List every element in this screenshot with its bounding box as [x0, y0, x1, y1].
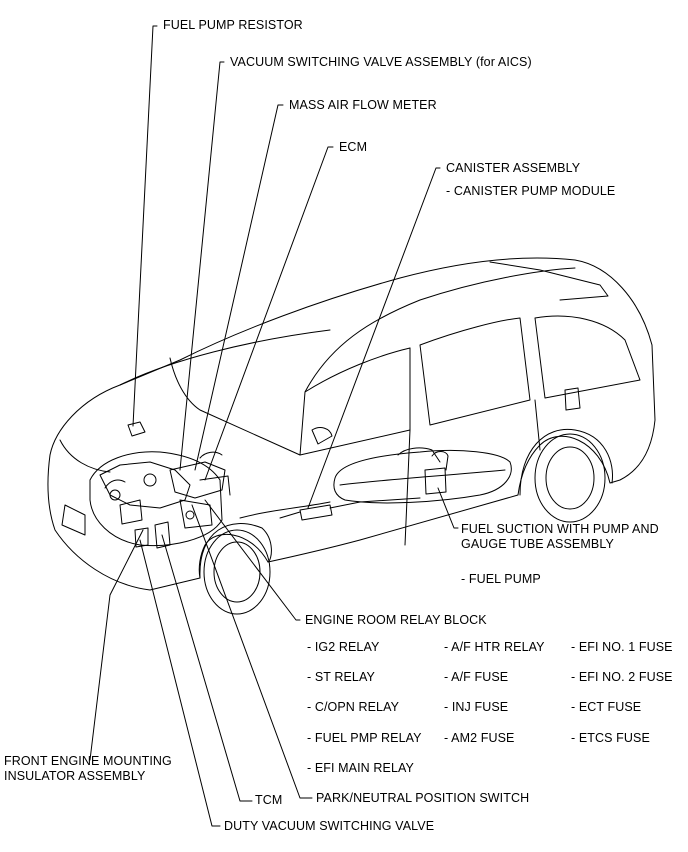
- ecm-label: ECM: [339, 140, 368, 154]
- fuse-item-af: - A/F FUSE: [444, 670, 509, 684]
- relay-item-efi-main: - EFI MAIN RELAY: [307, 761, 414, 775]
- park-neutral-switch-label: PARK/NEUTRAL POSITION SWITCH: [316, 791, 530, 805]
- canister-pump-module-label: - CANISTER PUMP MODULE: [446, 184, 616, 198]
- fuse-item-ect: - ECT FUSE: [571, 700, 642, 714]
- leader-lines: [89, 25, 459, 827]
- relay-item-af-htr: - A/F HTR RELAY: [444, 640, 545, 654]
- tcm-label: TCM: [255, 793, 283, 807]
- fuel-pump-resistor-label: FUEL PUMP RESISTOR: [163, 18, 303, 32]
- fuel-suction-label-line2: GAUGE TUBE ASSEMBLY: [461, 537, 614, 551]
- fuel-tank-drawing: [239, 447, 512, 521]
- engine-bay-drawing: [89, 421, 231, 549]
- fuse-item-am2: - AM2 FUSE: [444, 731, 515, 745]
- engine-room-relay-block-label: ENGINE ROOM RELAY BLOCK: [305, 613, 487, 627]
- fuse-item-etcs: - ETCS FUSE: [571, 731, 650, 745]
- relay-item-st: - ST RELAY: [307, 670, 375, 684]
- fuel-pump-label: - FUEL PUMP: [461, 572, 541, 586]
- fuel-suction-label-line1: FUEL SUCTION WITH PUMP AND: [461, 522, 659, 536]
- duty-vacuum-switching-valve-label: DUTY VACUUM SWITCHING VALVE: [224, 819, 435, 833]
- fuse-item-inj: - INJ FUSE: [444, 700, 509, 714]
- front-engine-mount-label-line2: INSULATOR ASSEMBLY: [4, 769, 146, 783]
- fuse-item-efi-no2: - EFI NO. 2 FUSE: [571, 670, 673, 684]
- relay-item-ig2: - IG2 RELAY: [307, 640, 380, 654]
- vehicle-outline: [47, 257, 656, 615]
- front-engine-mount-label-line1: FRONT ENGINE MOUNTING: [4, 754, 172, 768]
- vacuum-switching-valve-label: VACUUM SWITCHING VALVE ASSEMBLY (for AIC…: [230, 55, 532, 69]
- relay-item-copn: - C/OPN RELAY: [307, 700, 400, 714]
- relay-item-fuel-pmp: - FUEL PMP RELAY: [307, 731, 422, 745]
- canister-assembly-label: CANISTER ASSEMBLY: [446, 161, 581, 175]
- fuse-item-efi-no1: - EFI NO. 1 FUSE: [571, 640, 673, 654]
- mass-air-flow-meter-label: MASS AIR FLOW METER: [289, 98, 437, 112]
